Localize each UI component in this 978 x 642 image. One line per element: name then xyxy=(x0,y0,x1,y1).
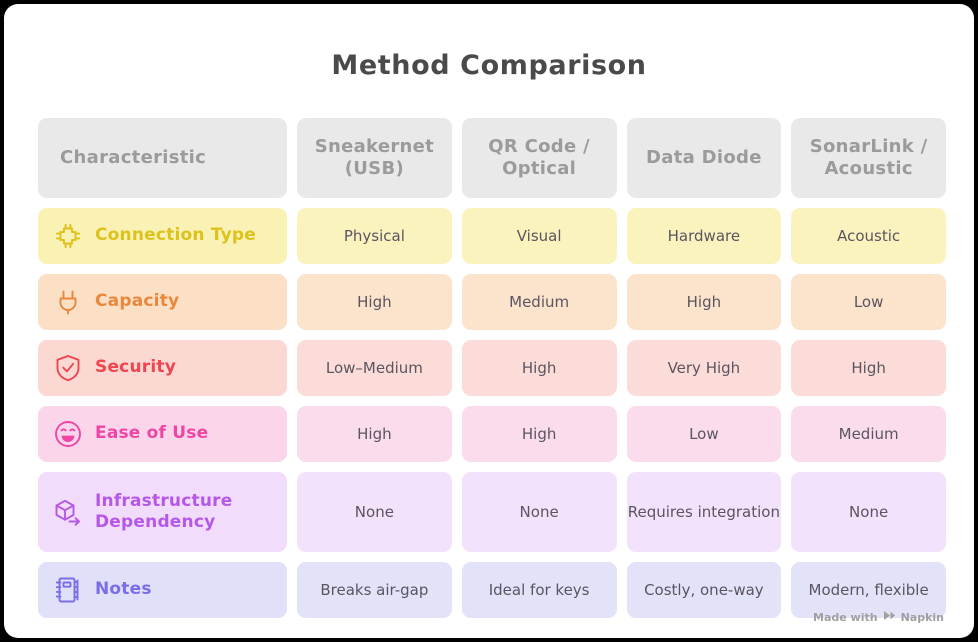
header-cell-sonarlink: SonarLink / Acoustic xyxy=(791,118,946,198)
table-cell: Acoustic xyxy=(791,208,946,264)
napkin-play-icon xyxy=(883,610,896,624)
table-row-ease-of-use: Ease of Use High High Low Medium xyxy=(38,406,946,462)
table-row-capacity: Capacity High Medium High Low xyxy=(38,274,946,330)
row-label-connection-type: Connection Type xyxy=(38,208,287,264)
table-cell: Very High xyxy=(626,340,782,396)
table-cell: Low xyxy=(791,274,946,330)
table-cell: High xyxy=(791,340,946,396)
table-cell: High xyxy=(297,406,452,462)
comparison-card: Method Comparison Characteristic Sneaker… xyxy=(4,4,974,638)
row-label-infrastructure-dependency: Infrastructure Dependency xyxy=(38,472,287,552)
table-cell: Hardware xyxy=(626,208,782,264)
table-cell: Modern, flexible xyxy=(791,562,946,618)
table-cell: Medium xyxy=(461,274,617,330)
table-cell: High xyxy=(461,340,617,396)
row-label-text: Ease of Use xyxy=(95,423,209,444)
table-cell: Costly, one-way xyxy=(626,562,782,618)
table-cell: None xyxy=(297,472,452,552)
table-cell: High xyxy=(461,406,617,462)
power-plug-icon xyxy=(59,290,77,315)
chip-icon xyxy=(55,223,81,249)
table-cell: Requires integration xyxy=(626,472,782,552)
row-label-text: Infrastructure Dependency xyxy=(95,490,233,532)
row-label-ease-of-use: Ease of Use xyxy=(38,406,287,462)
row-label-text: Capacity xyxy=(95,291,180,312)
watermark-prefix: Made with xyxy=(813,610,878,624)
table-cell: High xyxy=(297,274,452,330)
row-label-capacity: Capacity xyxy=(38,274,287,330)
shield-check-icon xyxy=(56,355,80,382)
comparison-table: Characteristic Sneakernet (USB) QR Code … xyxy=(38,118,946,618)
table-cell: Physical xyxy=(297,208,452,264)
header-cell-characteristic: Characteristic xyxy=(38,118,287,198)
row-label-text: Security xyxy=(95,357,176,378)
row-label-text: Connection Type xyxy=(95,225,256,246)
box-arrow-icon xyxy=(55,499,80,526)
row-label-text: Notes xyxy=(95,579,152,600)
header-cell-qrcode: QR Code / Optical xyxy=(461,118,617,198)
napkin-watermark: Made with Napkin xyxy=(813,610,944,624)
table-row-notes: Notes Breaks air-gap Ideal for keys Cost… xyxy=(38,562,946,618)
table-row-infrastructure-dependency: Infrastructure Dependency None None Requ… xyxy=(38,472,946,552)
table-cell: Ideal for keys xyxy=(461,562,617,618)
table-row-connection-type: Connection Type Physical Visual Hardware… xyxy=(38,208,946,264)
row-label-security: Security xyxy=(38,340,287,396)
table-cell: None xyxy=(461,472,617,552)
table-row-security: Security Low–Medium High Very High High xyxy=(38,340,946,396)
table-cell: High xyxy=(626,274,782,330)
table-header-row: Characteristic Sneakernet (USB) QR Code … xyxy=(38,118,946,198)
smiley-face-icon xyxy=(55,421,81,447)
table-cell: Breaks air-gap xyxy=(297,562,452,618)
table-cell: Visual xyxy=(461,208,617,264)
notebook-icon xyxy=(55,577,79,603)
header-cell-datadiode: Data Diode xyxy=(626,118,782,198)
table-cell: Low xyxy=(626,406,782,462)
header-cell-sneakernet: Sneakernet (USB) xyxy=(297,118,452,198)
table-cell: Low–Medium xyxy=(297,340,452,396)
row-label-notes: Notes xyxy=(38,562,287,618)
page-title: Method Comparison xyxy=(331,50,647,81)
table-cell: Medium xyxy=(791,406,946,462)
watermark-brand: Napkin xyxy=(900,610,944,624)
table-cell: None xyxy=(791,472,946,552)
